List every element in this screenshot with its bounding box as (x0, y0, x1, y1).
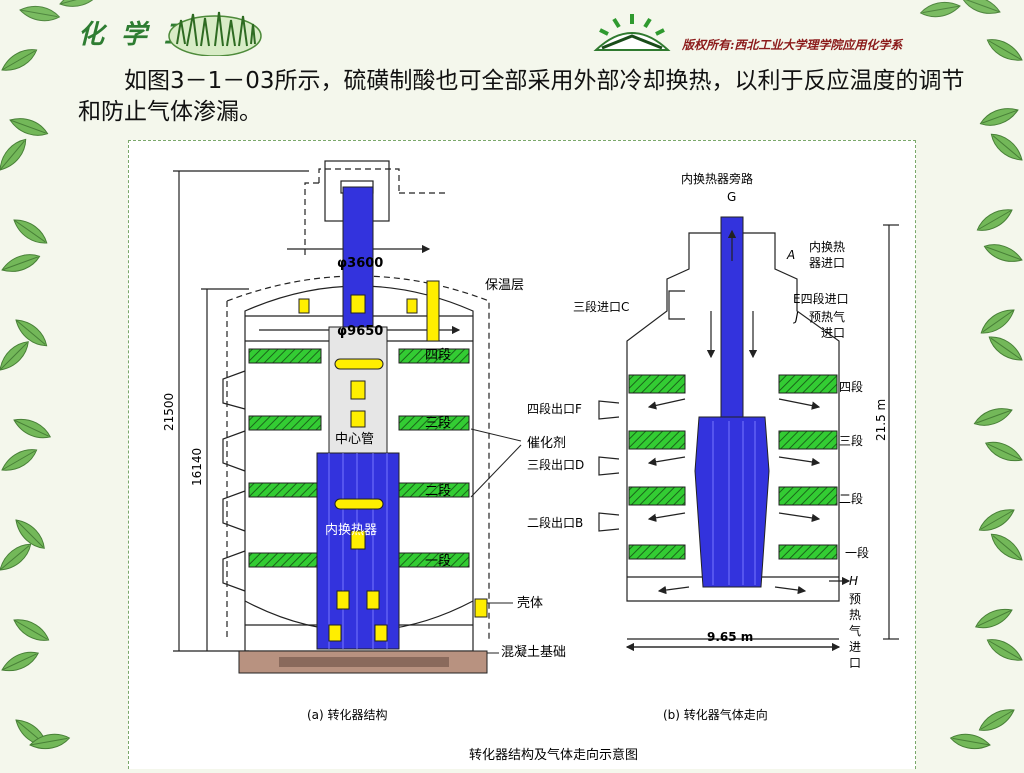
sun-logo-icon (593, 14, 671, 51)
left-stage1-bed-l (248, 552, 322, 568)
label-outlet-f: 四段出口F (527, 401, 582, 416)
left-stage4-label: 四段 (425, 348, 451, 363)
label-inlet-e: E四段进口 (793, 291, 849, 306)
dim-total-height: 21500 (162, 393, 176, 431)
label-outlet-b: 二段出口B (527, 515, 583, 530)
right-flow-arrows (647, 229, 851, 595)
label-catalyst: 催化剂 (527, 436, 566, 451)
left-stage4-bed-r (398, 348, 470, 364)
label-inlet-a: A (786, 248, 795, 262)
left-stage3-label: 三段 (425, 416, 451, 431)
insulation-outline (304, 168, 449, 259)
left-stage2-bed-l (248, 482, 322, 498)
converter-diagram: 21500 16140 φ3600 φ9650 保温层 四段 三段 二段 一段 … (162, 160, 899, 763)
right-stage2-bed-l (628, 486, 686, 506)
copyright-text: 版权所有:西北工业大学理学院应用化学系 (682, 38, 903, 52)
right-leaf-column (948, 33, 1024, 753)
label-g: G (727, 190, 736, 204)
right-stage4-label: 四段 (839, 379, 863, 394)
label-inlet-a-text2: 器进口 (809, 256, 845, 270)
label-h: H (849, 574, 858, 588)
left-leaf-column (0, 43, 72, 753)
right-stage4-bed-r (778, 374, 838, 394)
right-stage4-bed-l (628, 374, 686, 394)
label-foundation: 混凝土基础 (501, 644, 566, 660)
dim-top-diameter: φ3600 (337, 256, 383, 271)
left-yellow-elements (298, 280, 488, 642)
right-stage2-label: 二段 (839, 491, 863, 506)
svg-text:预: 预 (849, 592, 861, 606)
svg-text:进: 进 (849, 640, 861, 654)
label-inlet-j-text1: 预热气 (809, 309, 845, 324)
main-caption: 转化器结构及气体走向示意图 (469, 747, 638, 763)
left-catalyst-layers (248, 348, 470, 568)
right-stage3-label: 三段 (839, 433, 863, 448)
left-leader-lines (470, 428, 522, 654)
right-caption: (b) 转化器气体走向 (663, 707, 768, 722)
intro-text: 如图3－1－03所示，硫磺制酸也可全部采用外部冷却换热，以利于反应温度的调节和防… (78, 68, 965, 125)
right-stage1-label: 一段 (845, 545, 869, 560)
svg-text:气: 气 (849, 623, 861, 638)
label-width: 9.65 m (707, 630, 753, 644)
dim-body-diameter: φ9650 (337, 324, 383, 339)
svg-text:口: 口 (849, 656, 861, 670)
right-stage3-bed-l (628, 430, 686, 450)
label-height: 21.5 m (874, 399, 888, 441)
dim-lower-height: 16140 (190, 448, 204, 486)
right-stage3-bed-r (778, 430, 838, 450)
label-inlet-a-text1: 内换热 (809, 240, 845, 254)
label-inlet-j-text2: 进口 (821, 326, 845, 340)
svg-text:热: 热 (849, 608, 861, 622)
right-catalyst-layers (628, 374, 838, 560)
right-stage2-bed-r (778, 486, 838, 506)
label-insulation: 保温层 (485, 278, 524, 293)
left-stage3-bed-l (248, 415, 322, 431)
right-inner-exchanger (694, 416, 770, 588)
label-center-tube: 中心管 (335, 432, 374, 447)
left-caption: (a) 转化器结构 (307, 707, 388, 722)
left-stage3-bed-r (398, 415, 470, 431)
label-inlet-j: J (793, 310, 799, 324)
left-stage2-label: 二段 (425, 484, 451, 499)
label-inlet-c: 三段进口C (573, 299, 629, 314)
label-bypass: 内换热器旁路 (681, 171, 753, 186)
label-outlet-d: 三段出口D (527, 457, 584, 472)
left-stage1-label: 一段 (425, 554, 451, 569)
right-flow-drawing (598, 224, 899, 652)
left-stage4-bed-l (248, 348, 322, 364)
label-shell: 壳体 (517, 596, 543, 611)
label-inner-exchanger: 内换热器 (325, 522, 377, 538)
intro-paragraph: 如图3－1－03所示，硫磺制酸也可全部采用外部冷却换热，以利于反应温度的调节和防… (78, 66, 978, 128)
right-stage1-bed-r (778, 544, 838, 560)
left-inner-exchanger (316, 452, 400, 650)
diagram-panel: 21500 16140 φ3600 φ9650 保温层 四段 三段 二段 一段 … (128, 140, 916, 769)
shell-body (244, 285, 474, 652)
grass-logo-icon (168, 11, 262, 56)
right-stage1-bed-l (628, 544, 686, 560)
label-h-text: 预 热 气 进 口 (849, 592, 861, 670)
